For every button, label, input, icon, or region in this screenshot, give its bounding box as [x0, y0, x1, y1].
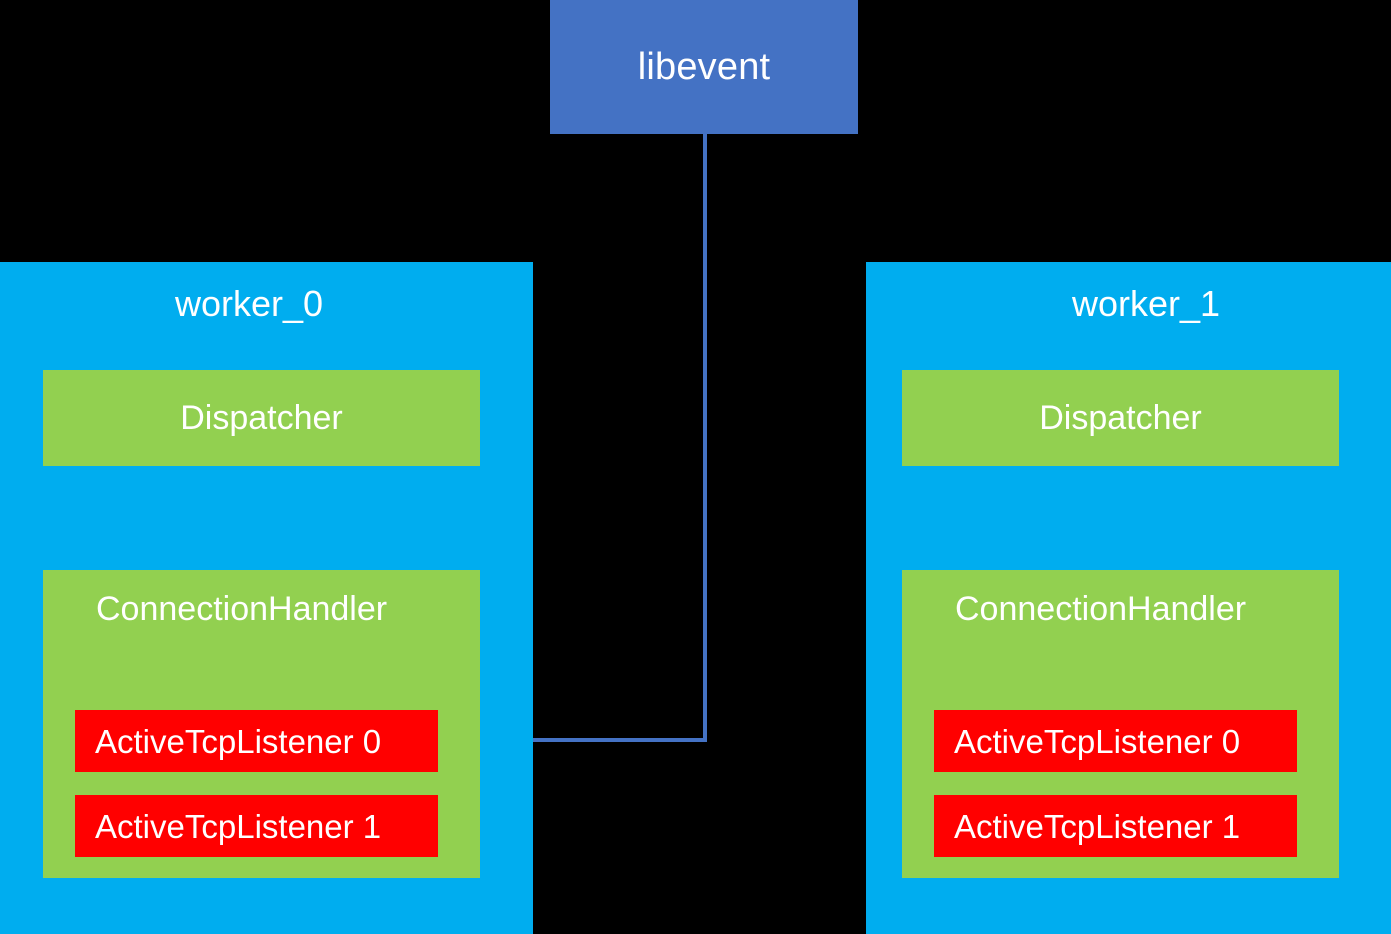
listener-box-0-0[interactable]: ActiveTcpListener 0 [75, 710, 438, 772]
worker-title-1: worker_1 [1071, 283, 1221, 324]
listener-box-0-1[interactable]: ActiveTcpListener 1 [75, 795, 438, 857]
worker-panel-0[interactable]: worker_0 Dispatcher ConnectionHandler Ac… [0, 262, 533, 934]
listener-label-0-1: ActiveTcpListener 1 [95, 807, 382, 845]
dispatcher-box-0[interactable]: Dispatcher [43, 370, 480, 466]
libevent-node[interactable]: libevent [550, 0, 858, 134]
worker-panel-1[interactable]: worker_1 Dispatcher ConnectionHandler Ac… [866, 262, 1391, 934]
worker-title-0: worker_0 [174, 283, 324, 324]
listener-label-1-1: ActiveTcpListener 1 [954, 807, 1241, 845]
listener-label-1-0: ActiveTcpListener 0 [954, 722, 1241, 760]
dispatcher-label-0: Dispatcher [180, 399, 343, 437]
connection-handler-label-1: ConnectionHandler [955, 590, 1247, 628]
dispatcher-label-1: Dispatcher [1039, 399, 1202, 437]
connection-handler-box-0[interactable]: ConnectionHandler ActiveTcpListener 0 Ac… [43, 570, 480, 878]
listener-box-1-0[interactable]: ActiveTcpListener 0 [934, 710, 1297, 772]
libevent-label: libevent [637, 46, 771, 88]
listener-label-0-0: ActiveTcpListener 0 [95, 722, 382, 760]
dispatcher-box-1[interactable]: Dispatcher [902, 370, 1339, 466]
connection-handler-label-0: ConnectionHandler [96, 590, 388, 628]
connection-handler-box-1[interactable]: ConnectionHandler ActiveTcpListener 0 Ac… [902, 570, 1339, 878]
listener-box-1-1[interactable]: ActiveTcpListener 1 [934, 795, 1297, 857]
